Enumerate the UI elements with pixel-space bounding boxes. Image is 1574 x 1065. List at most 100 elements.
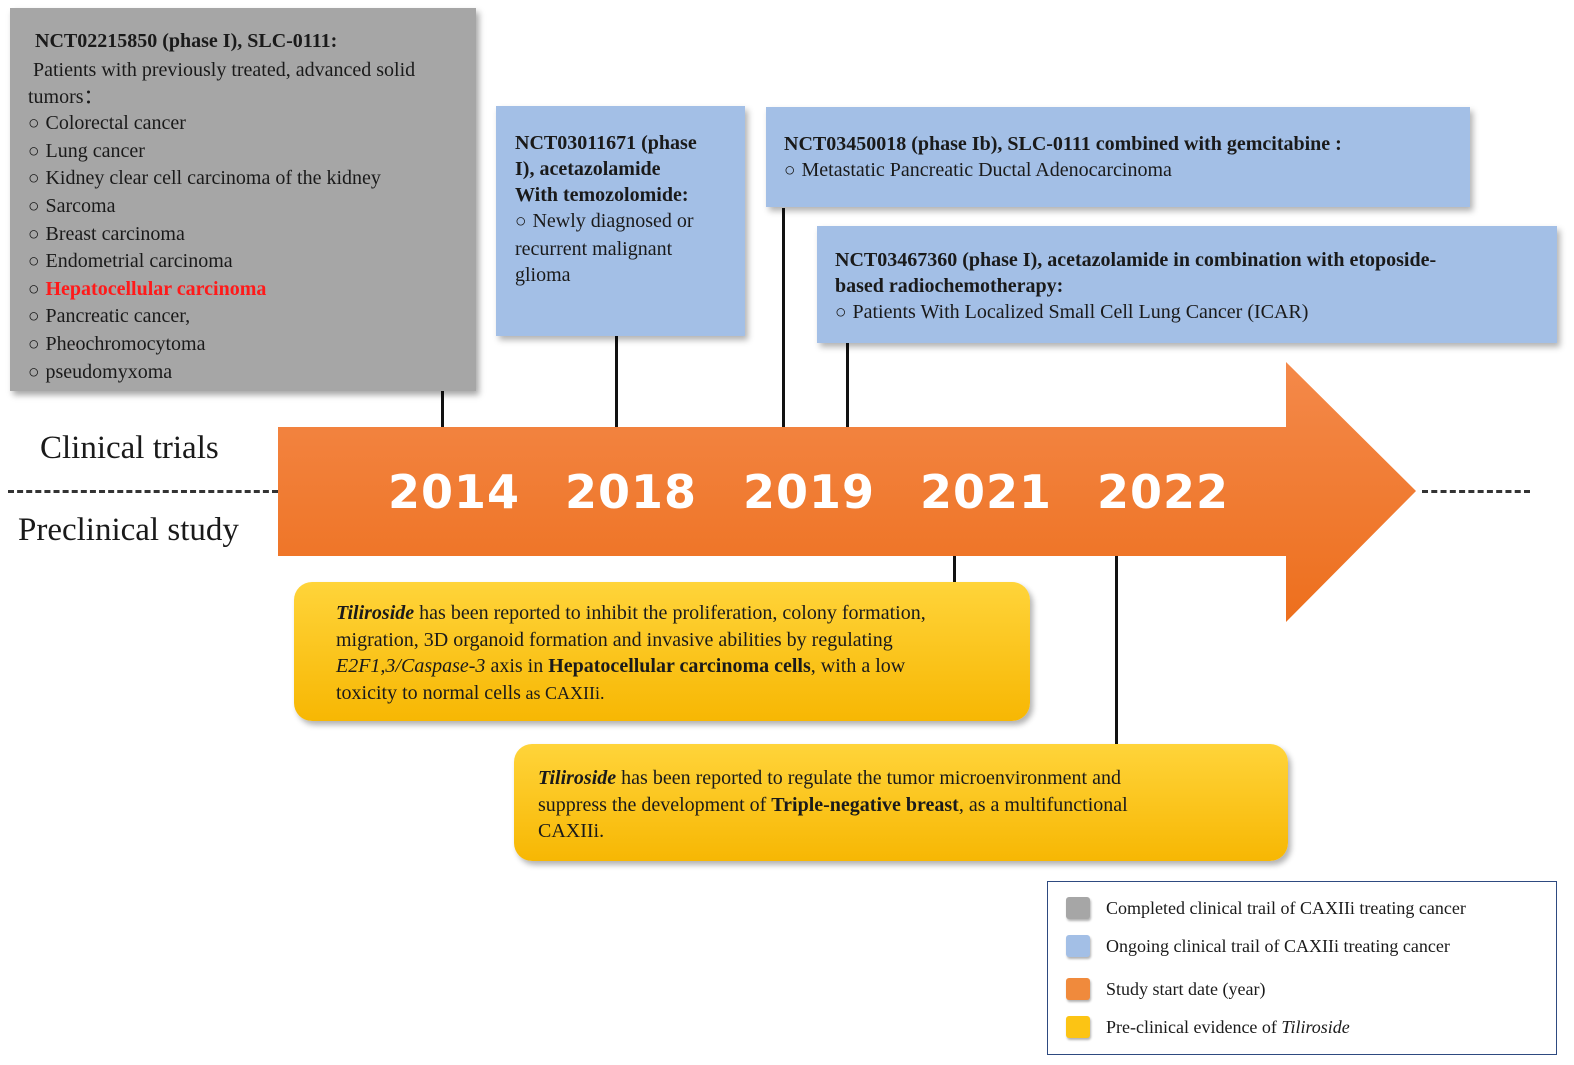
trial-2014-item-text: Endometrial carcinoma (45, 250, 233, 273)
bullet-icon: ○ (28, 333, 40, 355)
trial-2014-intro-2: tumors： (28, 85, 104, 108)
trial-2014-item: ○Endometrial carcinoma (28, 248, 458, 276)
trial-2018-title-2: I), acetazolamide (515, 158, 661, 180)
bullet-icon: ○ (515, 211, 527, 232)
trial-box-2018: NCT03011671 (phase I), acetazolamide Wit… (496, 106, 745, 336)
pre-2021-line-2: migration, 3D organoid formation and inv… (336, 628, 893, 651)
legend-label-start-date: Study start date (year) (1106, 978, 1266, 999)
legend: Completed clinical trail of CAXIIi treat… (1047, 881, 1557, 1055)
trial-2019a-title: NCT03450018 (phase Ib), SLC-0111 combine… (784, 133, 1342, 155)
pre-2021-text: has been reported to (414, 602, 586, 624)
timeline-arrow (278, 362, 1416, 622)
legend-swatch-completed (1066, 897, 1090, 919)
trial-2014-item: ○Pheochromocytoma (28, 331, 458, 359)
trial-2014-item: ○Breast carcinoma (28, 221, 458, 249)
pre-2021-line-4: toxicity to normal cells as CAXIIi. (336, 680, 1030, 707)
trial-2014-item: ○pseudomyxoma (28, 359, 458, 387)
legend-swatch-preclinical (1066, 1016, 1090, 1038)
legend-label-prefix: Pre-clinical evidence of (1106, 1016, 1282, 1037)
pre-2021-text: axis in (485, 655, 549, 677)
legend-item-start-date: Study start date (year) (1066, 978, 1265, 1000)
trial-2018-title-3: With temozolomide: (515, 184, 689, 206)
trial-2019b-item: ○Patients With Localized Small Cell Lung… (835, 299, 1557, 327)
bullet-icon: ○ (28, 168, 40, 190)
bullet-icon: ○ (28, 306, 40, 328)
trial-box-2014: NCT02215850 (phase I), SLC-0111: Patient… (10, 8, 476, 391)
trial-2014-intro-1: Patients with previously treated, advanc… (33, 59, 416, 81)
pre-2022-line-2: suppress the development of Triple-negat… (538, 792, 1288, 819)
triple-negative-breast: Triple-negative breast (771, 793, 959, 816)
connector-2018 (615, 336, 618, 427)
pre-2022-line-3: CAXIIi. (538, 820, 605, 842)
pre-2022-text: has been reported to regulate the tumor … (616, 767, 1121, 789)
legend-swatch-ongoing (1066, 935, 1090, 957)
trial-2014-item: ○Pancreatic cancer, (28, 303, 458, 331)
preclinical-study-label: Preclinical study (18, 512, 239, 548)
hepatocellular-cells: Hepatocellular carcinoma cells (548, 655, 811, 677)
trial-box-2019b: NCT03467360 (phase I), acetazolamide in … (817, 226, 1557, 343)
pre-2022-text: suppress the development of (538, 793, 772, 816)
pre-2021-text: , with a low (810, 655, 906, 677)
year-2022: 2022 (1097, 465, 1230, 519)
trial-2018-item: ○Newly diagnosed or (515, 208, 745, 236)
legend-item-preclinical: Pre-clinical evidence of Tiliroside (1066, 1016, 1350, 1038)
bullet-icon: ○ (28, 113, 40, 135)
trial-2014-item-text: Kidney clear cell carcinoma of the kidne… (45, 167, 381, 190)
pre-2021-line-3: E2F1,3/Caspase-3 axis in Hepatocellular … (336, 653, 1030, 680)
pre-2021-text: toxicity to normal cells (336, 681, 521, 704)
preclinical-box-2021: Tiliroside has been reported to inhibit … (294, 582, 1030, 721)
trial-2019b-title-1: NCT03467360 (phase I), acetazolamide in … (835, 249, 1437, 271)
pre-2021-line-1: Tiliroside has been reported to inhibit … (336, 600, 1030, 627)
pathway-name: E2F1,3/Caspase-3 (336, 655, 486, 677)
legend-item-ongoing: Ongoing clinical trail of CAXIIi treatin… (1066, 935, 1450, 957)
bullet-icon: ○ (835, 302, 847, 323)
pre-2021-text: proliferation, colony formation, (667, 602, 926, 624)
trial-2014-item-text: Colorectal cancer (45, 112, 186, 135)
trial-2014-item-text: Sarcoma (45, 194, 116, 217)
trial-2014-item-text: Breast carcinoma (45, 222, 185, 245)
trial-2014-item: ○Kidney clear cell carcinoma of the kidn… (28, 165, 458, 193)
bullet-icon: ○ (784, 160, 796, 181)
year-2018: 2018 (565, 465, 698, 519)
legend-label-ongoing: Ongoing clinical trail of CAXIIi treatin… (1106, 935, 1450, 956)
trial-2014-item-text: Pancreatic cancer, (45, 305, 191, 328)
pre-2022-line-1: Tiliroside has been reported to regulate… (538, 765, 1288, 792)
bullet-icon: ○ (28, 195, 40, 217)
year-2021: 2021 (920, 465, 1053, 519)
pre-2022-text: , as a multifunctional (958, 793, 1128, 816)
trial-2014-item-text: pseudomyxoma (45, 360, 173, 383)
trial-2019b-title-2: based radiochemotherapy: (835, 275, 1064, 297)
bullet-icon: ○ (28, 223, 40, 245)
legend-item-completed: Completed clinical trail of CAXIIi treat… (1066, 897, 1466, 919)
trial-2019a-item: ○Metastatic Pancreatic Ductal Adenocarci… (784, 157, 1470, 185)
bullet-icon: ○ (28, 361, 40, 383)
legend-label-completed: Completed clinical trail of CAXIIi treat… (1106, 897, 1466, 918)
hepatocellular-highlight: Hepatocellular carcinoma (45, 277, 267, 300)
trial-2019a-item-text: Metastatic Pancreatic Ductal Adenocarcin… (801, 159, 1172, 181)
drug-name: Tiliroside (538, 767, 617, 789)
bullet-icon: ○ (28, 140, 40, 162)
trial-2014-item: ○Colorectal cancer (28, 110, 458, 138)
legend-label-preclinical: Pre-clinical evidence of Tiliroside (1106, 1017, 1350, 1038)
year-2014: 2014 (388, 465, 521, 519)
year-2019: 2019 (743, 465, 876, 519)
trial-2014-item-text: Pheochromocytoma (45, 332, 206, 355)
connector-2014 (441, 391, 444, 427)
trial-box-2019a: NCT03450018 (phase Ib), SLC-0111 combine… (766, 107, 1470, 207)
preclinical-box-2022: Tiliroside has been reported to regulate… (514, 744, 1288, 861)
trial-2014-item-highlight: ○Hepatocellular carcinoma (28, 276, 458, 304)
trial-2018-item-1: Newly diagnosed or (532, 210, 694, 232)
pre-2021-text: as CAXIIi. (520, 682, 605, 703)
bullet-icon: ○ (28, 278, 40, 300)
drug-name: Tiliroside (336, 602, 415, 624)
divider-left (8, 490, 278, 493)
trial-2019b-item-text: Patients With Localized Small Cell Lung … (852, 301, 1309, 323)
connector-2022 (1115, 555, 1118, 745)
pre-2021-text: inhibit the (585, 602, 668, 624)
trial-2018-item-2: recurrent malignant (515, 237, 673, 260)
trial-2014-item-text: Lung cancer (45, 139, 145, 162)
bullet-icon: ○ (28, 251, 40, 273)
trial-2014-item: ○Lung cancer (28, 138, 458, 166)
connector-2019b (846, 343, 849, 427)
connector-2019a (782, 208, 785, 427)
